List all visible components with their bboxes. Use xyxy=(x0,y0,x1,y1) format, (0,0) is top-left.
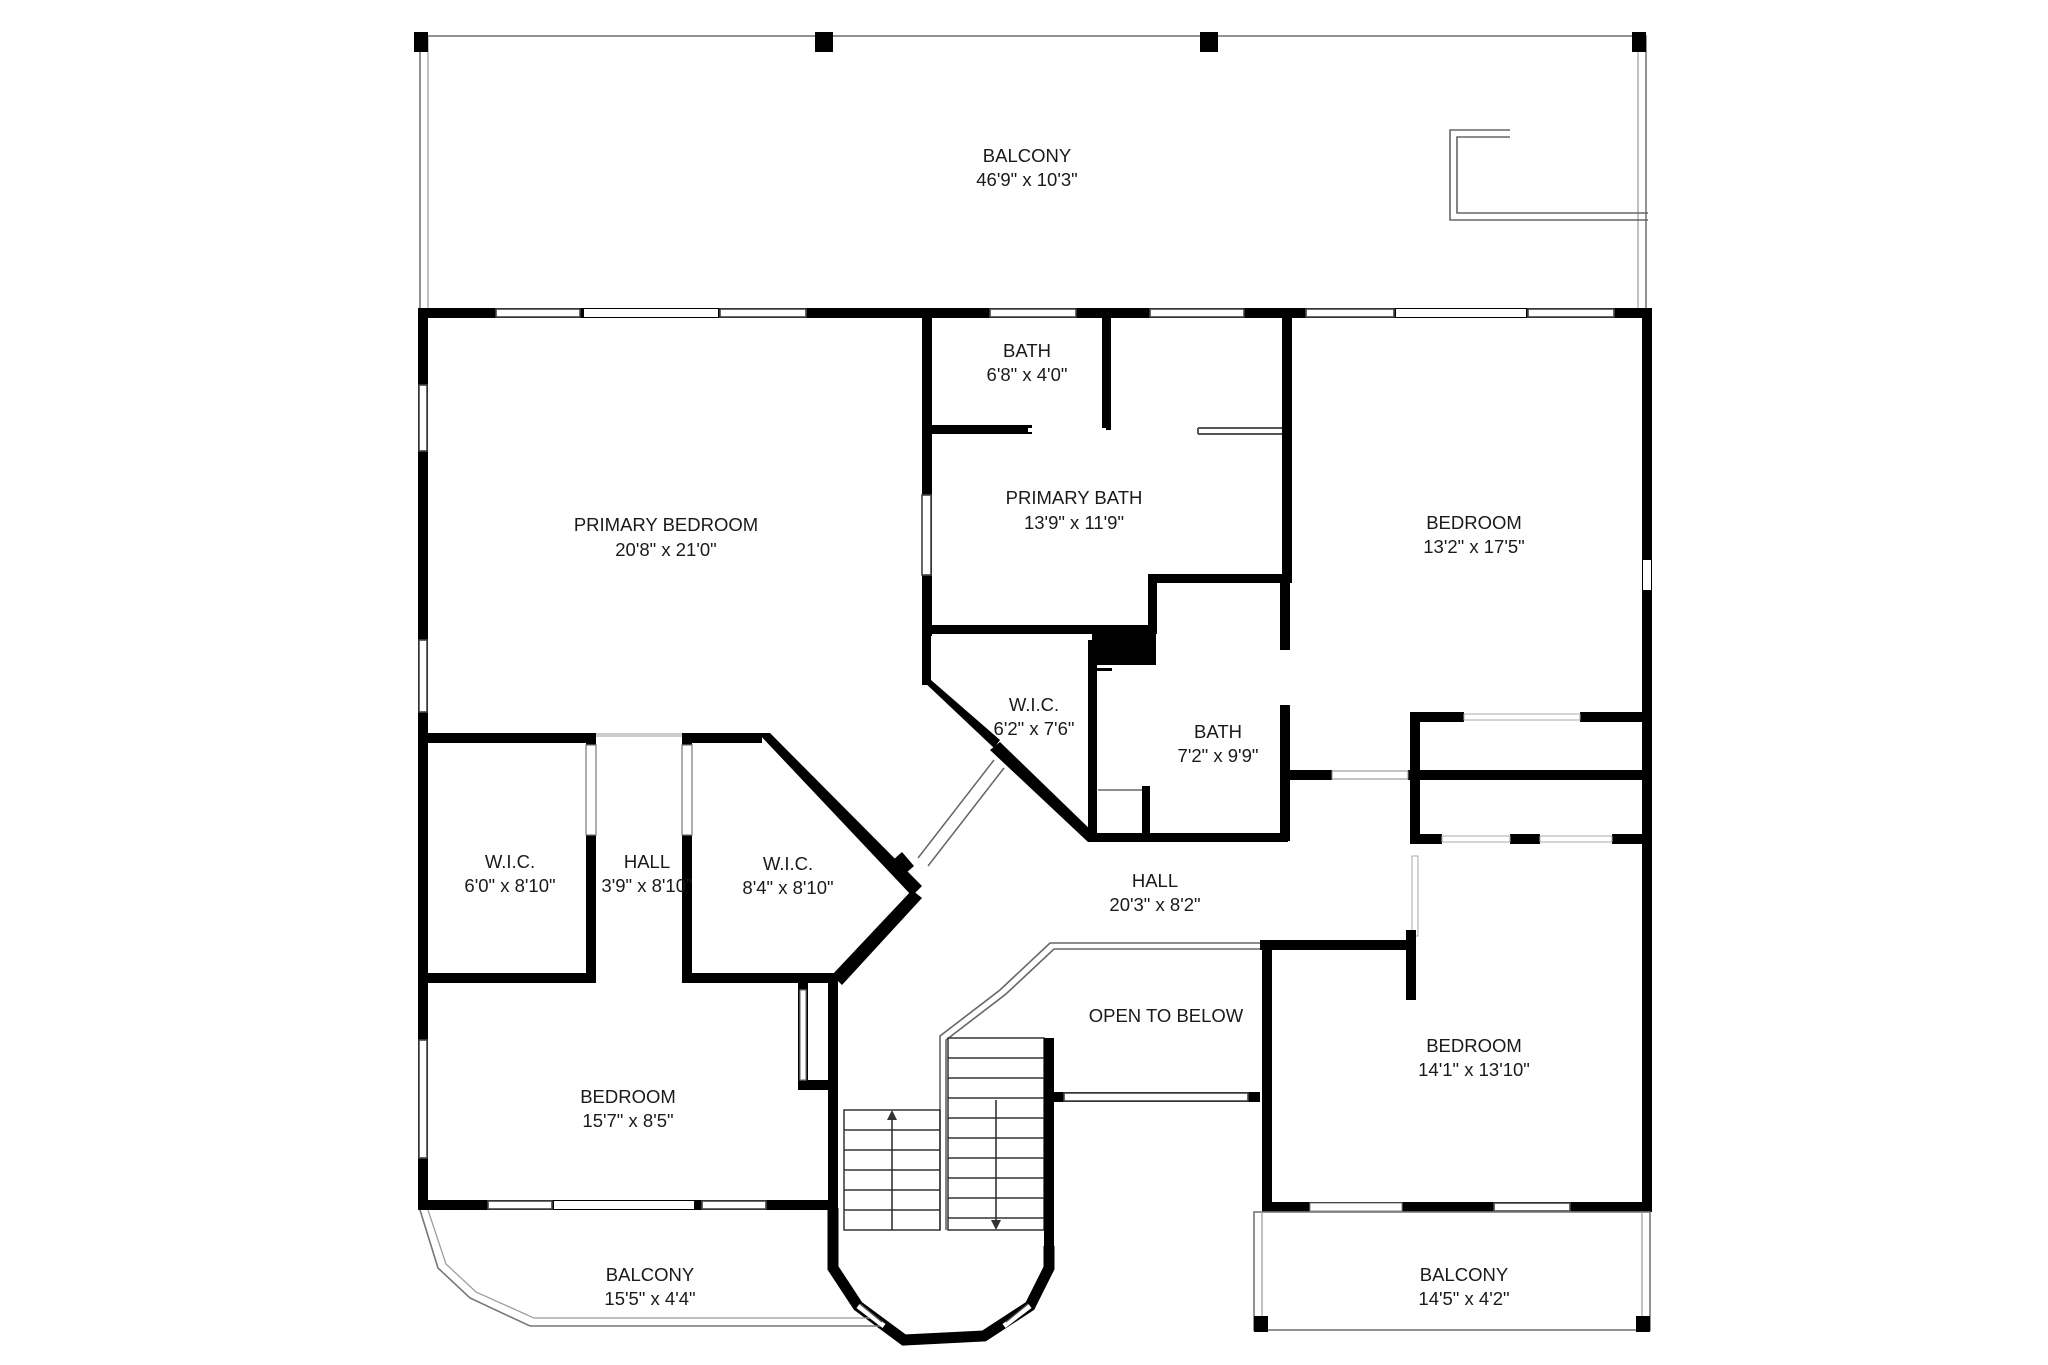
room-size: 8'4" x 8'10" xyxy=(742,877,833,898)
left-closet-walls xyxy=(418,733,922,1208)
room-name: PRIMARY BEDROOM xyxy=(574,514,758,535)
room-size: 14'5" x 4'2" xyxy=(1418,1288,1509,1309)
bath-block-walls xyxy=(921,318,1292,665)
outer-walls xyxy=(418,308,1652,1210)
room-name: BATH xyxy=(1003,340,1051,361)
room-name: BALCONY xyxy=(983,145,1071,166)
room-size: 13'2" x 17'5" xyxy=(1423,536,1524,557)
room-size: 6'8" x 4'0" xyxy=(987,364,1068,385)
room-name: HALL xyxy=(1132,870,1178,891)
balcony-left-outline xyxy=(419,1209,880,1327)
bottom-left-walls xyxy=(418,1200,838,1210)
room-name: OPEN TO BELOW xyxy=(1089,1005,1244,1026)
room-size: 3'9" x 8'10" xyxy=(601,875,692,896)
stair-bay-walls xyxy=(827,1208,1055,1346)
room-size: 46'9" x 10'3" xyxy=(976,169,1077,190)
room-name: W.I.C. xyxy=(1009,694,1059,715)
room-size: 6'0" x 8'10" xyxy=(464,875,555,896)
room-name: BEDROOM xyxy=(580,1086,676,1107)
room-size: 6'2" x 7'6" xyxy=(994,718,1075,739)
room-size: 20'3" x 8'2" xyxy=(1109,894,1200,915)
room-size: 7'2" x 9'9" xyxy=(1178,745,1259,766)
room-name: BEDROOM xyxy=(1426,512,1522,533)
balcony-right-outline xyxy=(1253,1211,1651,1332)
room-size: 14'1" x 13'10" xyxy=(1418,1059,1530,1080)
room-name: BALCONY xyxy=(606,1264,694,1285)
room-size: 20'8" x 21'0" xyxy=(615,539,716,560)
room-name: BEDROOM xyxy=(1426,1035,1522,1056)
room-labels: BALCONY 46'9" x 10'3" BATH 6'8" x 4'0" P… xyxy=(464,145,1529,1309)
room-name: W.I.C. xyxy=(485,851,535,872)
room-size: 13'9" x 11'9" xyxy=(1024,512,1124,533)
staircase xyxy=(843,942,1270,1250)
room-name: W.I.C. xyxy=(763,853,813,874)
room-name: HALL xyxy=(624,851,670,872)
right-lower-bedroom-walls xyxy=(1260,930,1652,1212)
right-bedroom-walls xyxy=(1282,712,1652,937)
room-size: 15'7" x 8'5" xyxy=(582,1110,673,1131)
window xyxy=(495,308,581,318)
room-name: BATH xyxy=(1194,721,1242,742)
room-name: BALCONY xyxy=(1420,1264,1508,1285)
room-size: 15'5" x 4'4" xyxy=(604,1288,695,1309)
room-name: PRIMARY BATH xyxy=(1006,487,1143,508)
